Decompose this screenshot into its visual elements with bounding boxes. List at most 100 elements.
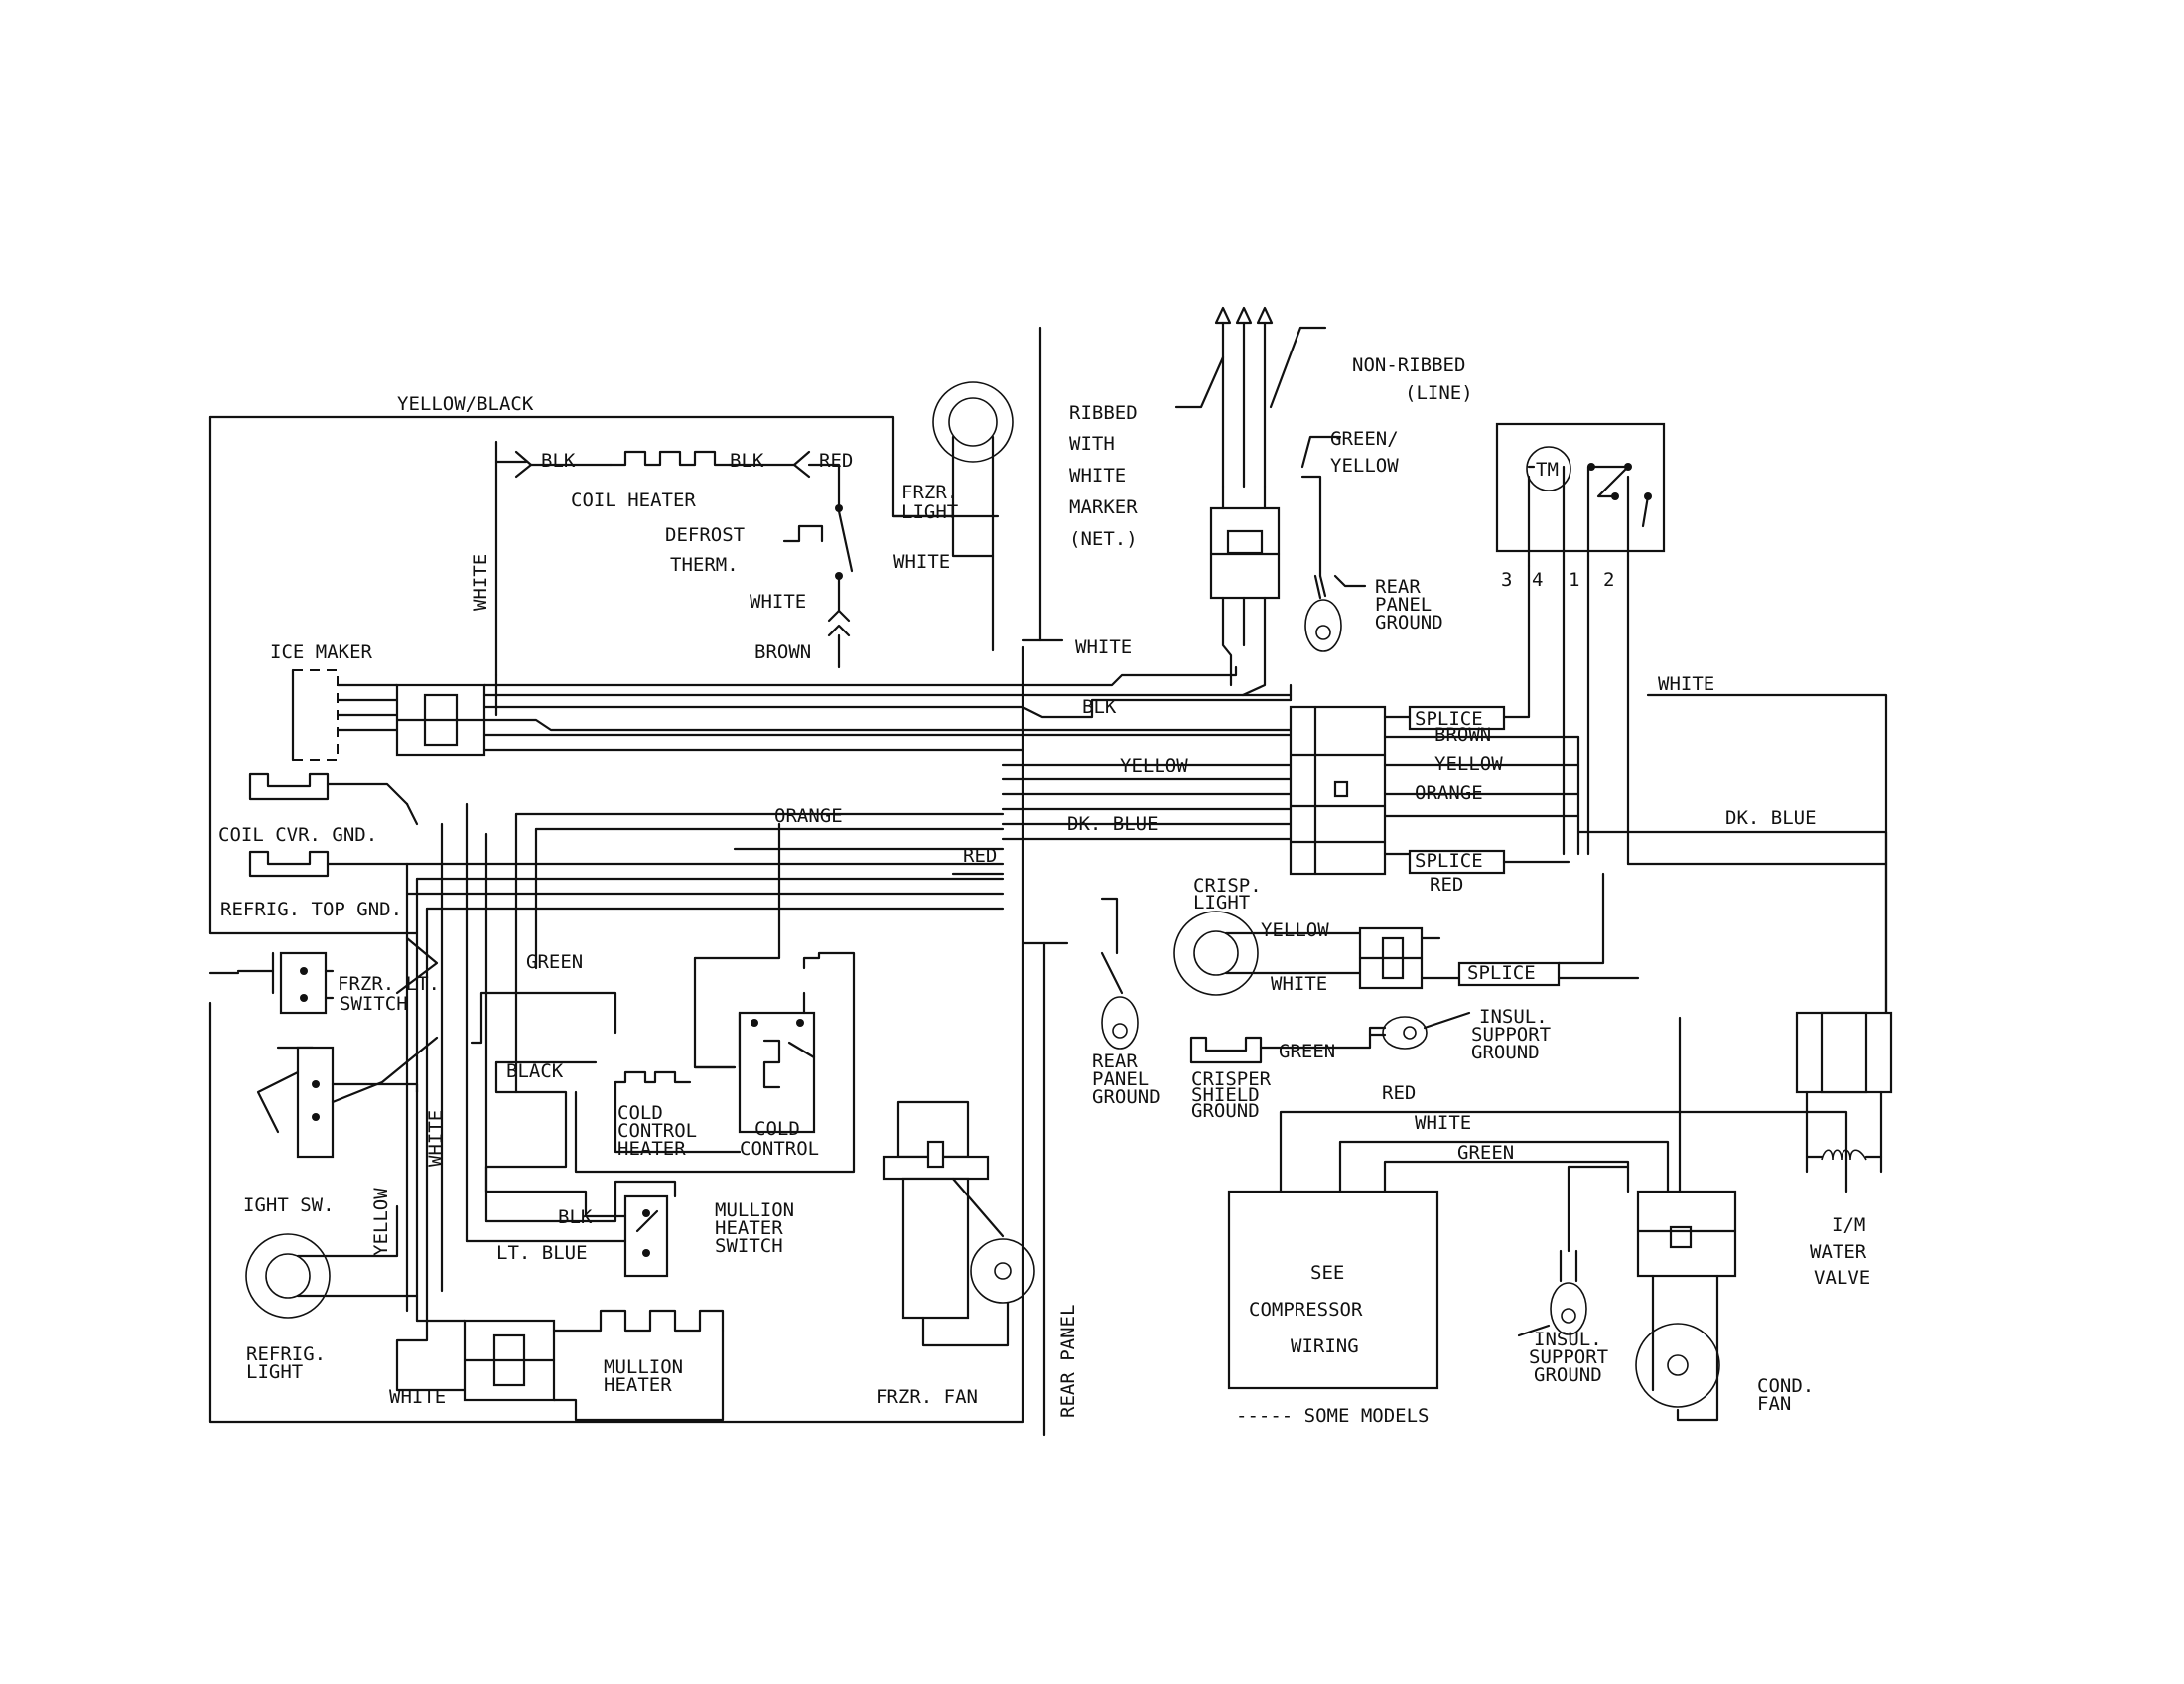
label-dk-blue-right: DK. BLUE (1725, 807, 1817, 829)
left-vertical-wiring (395, 673, 588, 1392)
label-mullion-heater-switch-1: MULLION (715, 1199, 794, 1221)
label-white-mid: WHITE (1075, 636, 1132, 658)
label-blk-mid: BLK (1082, 696, 1117, 718)
label-white-crisp: WHITE (1271, 973, 1327, 995)
label-im-water-valve-3: VALVE (1814, 1267, 1870, 1289)
label-white-lower: WHITE (1415, 1112, 1471, 1134)
label-yellow-right: YELLOW (1434, 753, 1503, 774)
label-coil-cvr-gnd: COIL CVR. GND. (218, 824, 377, 846)
label-splice-2: SPLICE (1415, 850, 1483, 872)
label-white-right: WHITE (1658, 673, 1714, 695)
label-red-lower: RED (1382, 1082, 1416, 1104)
label-ribbed-5: (NET.) (1069, 528, 1138, 550)
insul-support-ground-bot (1517, 1165, 1630, 1337)
label-lt-blue: LT. BLUE (496, 1242, 588, 1264)
label-green-crisper: GREEN (1279, 1041, 1335, 1062)
refrig-light (245, 1204, 419, 1319)
label-black-left: BLACK (506, 1060, 564, 1082)
label-blk-right: BLK (730, 450, 764, 472)
label-ice-maker: ICE MAKER (270, 641, 373, 663)
label-rear-panel-ground-top-3: GROUND (1375, 612, 1443, 633)
label-ribbed-4: MARKER (1069, 496, 1138, 518)
label-white-bottom: WHITE (389, 1386, 446, 1408)
label-rear-panel-ground-mid-3: GROUND (1092, 1086, 1160, 1108)
label-crisper-shield-ground-3: GROUND (1191, 1100, 1260, 1122)
label-term-3: 3 (1501, 569, 1512, 591)
label-rear-panel-ground-mid-1: REAR (1092, 1051, 1138, 1072)
label-coil-heater: COIL HEATER (571, 490, 696, 511)
label-ribbed-2: WITH (1069, 433, 1115, 455)
label-brown: BROWN (754, 641, 811, 663)
label-frzr-lt-switch-2: SWITCH (340, 993, 408, 1015)
label-frzr-fan: FRZR. FAN (876, 1386, 978, 1408)
label-orange-mid: ORANGE (774, 805, 843, 827)
label-green-yellow-1: GREEN/ (1330, 428, 1399, 450)
label-blk-lower: BLK (558, 1206, 593, 1228)
label-dk-blue-mid: DK. BLUE (1067, 813, 1159, 835)
label-green-yellow-2: YELLOW (1330, 455, 1399, 477)
frzr-light-switch (236, 936, 439, 1015)
label-green-lower: GREEN (1457, 1142, 1514, 1164)
frzr-fan (882, 1100, 1035, 1347)
label-cond-fan-2: FAN (1757, 1393, 1791, 1415)
label-insul-support-ground-bot-2: SUPPORT (1529, 1346, 1608, 1368)
cold-control (470, 822, 856, 1174)
water-valve (1795, 1011, 1893, 1174)
label-crisper-shield-ground-1: CRISPER (1191, 1068, 1272, 1090)
label-rear-panel-vertical: REAR PANEL (1057, 1305, 1079, 1418)
label-insul-support-ground-top-1: INSUL. (1479, 1006, 1548, 1028)
label-term-4: 4 (1532, 569, 1543, 591)
frzr-light (891, 381, 1014, 652)
label-blk-left: BLK (541, 450, 576, 472)
label-see-compressor-1: SEE (1310, 1262, 1344, 1284)
label-ribbed-1: RIBBED (1069, 402, 1138, 424)
line-cord (1174, 306, 1367, 697)
label-see-compressor-2: COMPRESSOR (1249, 1299, 1363, 1321)
label-red-mid: RED (963, 845, 997, 867)
label-insul-support-ground-top-2: SUPPORT (1471, 1024, 1551, 1046)
label-rear-panel-ground-top-2: PANEL (1375, 594, 1432, 616)
label-insul-support-ground-bot-3: GROUND (1534, 1364, 1602, 1386)
rear-panel-ground-mid (1100, 897, 1139, 1050)
cond-fan (1635, 1016, 1737, 1422)
main-harness (405, 665, 1293, 911)
label-insul-support-ground-top-3: GROUND (1471, 1042, 1540, 1063)
label-cold-control-2: CONTROL (740, 1138, 819, 1160)
label-crisper-shield-ground-2: SHIELD (1191, 1084, 1260, 1106)
labels: YELLOW/BLACK BLK BLK RED COIL HEATER DEF… (218, 354, 1870, 1427)
label-mullion-heater-2: HEATER (604, 1374, 672, 1396)
label-cold-control-heater-3: HEATER (617, 1138, 686, 1160)
coil-heater (494, 440, 854, 677)
label-yellow-crisp: YELLOW (1261, 919, 1329, 941)
light-switch (256, 1036, 439, 1159)
label-yellow-left-vertical: YELLOW (370, 1188, 392, 1256)
label-green-left: GREEN (526, 951, 583, 973)
label-frzr-light-1: FRZR. (901, 482, 958, 503)
label-white-left-vertical: WHITE (425, 1110, 447, 1167)
label-refrig-light-2: LIGHT (246, 1361, 303, 1383)
label-refrig-top-gnd: REFRIG. TOP GND. (220, 899, 402, 920)
label-cold-control-1: COLD (754, 1118, 800, 1140)
insul-support-ground-top (1189, 1011, 1471, 1064)
label-splice-1: SPLICE (1415, 708, 1483, 730)
label-white-therm: WHITE (750, 591, 806, 613)
label-frzr-lt-switch-1: FRZR. LT. (338, 973, 440, 995)
label-yellow-black: YELLOW/BLACK (397, 393, 534, 415)
label-term-1: 1 (1569, 569, 1579, 591)
ice-maker (291, 668, 486, 762)
label-orange-right: ORANGE (1415, 782, 1483, 804)
compressor-wiring (1227, 1110, 1848, 1390)
label-red-right: RED (1430, 874, 1463, 896)
label-defrost: DEFROST (665, 524, 745, 546)
coil-cover-ground (248, 772, 409, 878)
defrost-timer (1495, 422, 1666, 568)
label-mullion-heater-switch-3: SWITCH (715, 1235, 783, 1257)
crisp-light (1173, 872, 1640, 996)
label-cold-control-heater-1: COLD (617, 1102, 663, 1124)
label-cond-fan-1: COND. (1757, 1375, 1814, 1397)
label-term-2: 2 (1603, 569, 1614, 591)
label-see-compressor-3: WIRING (1291, 1335, 1359, 1357)
label-light-sw: IGHT SW. (243, 1194, 335, 1216)
label-ribbed-3: WHITE (1069, 465, 1126, 487)
